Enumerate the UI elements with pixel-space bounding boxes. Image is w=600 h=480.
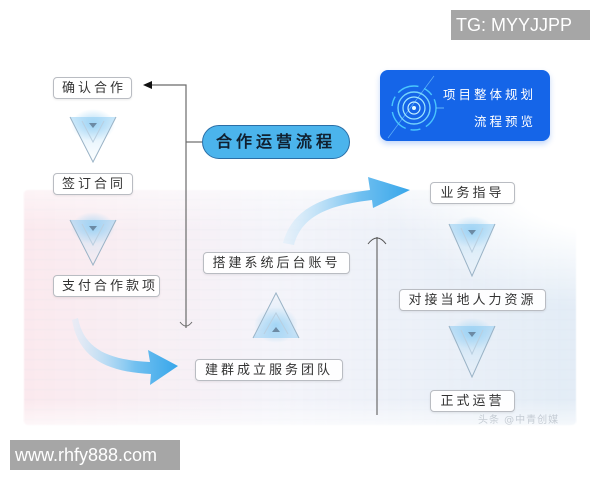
chevron-down-icon: [448, 216, 496, 278]
left-bracket-connector: [143, 81, 202, 328]
curved-arrow-right-icon: [72, 318, 178, 385]
radar-target-icon: [387, 75, 444, 139]
chevron-down-icon: [69, 109, 117, 164]
chevron-up-icon: [252, 291, 300, 343]
step-local-hr-docking: 对接当地人力资源: [399, 289, 546, 311]
arrowhead-left-icon: [143, 81, 152, 89]
diagram-title-pill: 合作运营流程: [202, 125, 350, 159]
arrowhead-up-icon: [367, 237, 387, 245]
tg-badge: TG: MYYJJPP: [451, 10, 590, 40]
card-title-line2: 流程预览: [473, 114, 536, 129]
step-business-guidance: 业务指导: [430, 182, 515, 204]
right-vertical-connector: [367, 237, 387, 415]
step-setup-backend-account: 搭建系统后台账号: [203, 252, 350, 274]
card-title-line1: 项目整体规划: [442, 87, 536, 102]
chevron-down-icon: [448, 318, 496, 379]
step-pay-fee: 支付合作款项: [53, 275, 160, 297]
url-badge: www.rhfy888.com: [10, 440, 180, 470]
curved-arrow-right-icon: [283, 177, 410, 245]
step-sign-contract: 签订合同: [53, 173, 133, 195]
arrowhead-down-icon: [179, 321, 193, 327]
step-formal-operation: 正式运营: [430, 390, 515, 412]
chevron-down-icon: [69, 212, 117, 267]
header-card: 项目整体规划 流程预览: [380, 70, 550, 141]
step-confirm-cooperation: 确认合作: [53, 77, 132, 99]
source-watermark: 头条 @中青创媒: [478, 415, 560, 426]
step-build-service-team: 建群成立服务团队: [195, 359, 343, 381]
